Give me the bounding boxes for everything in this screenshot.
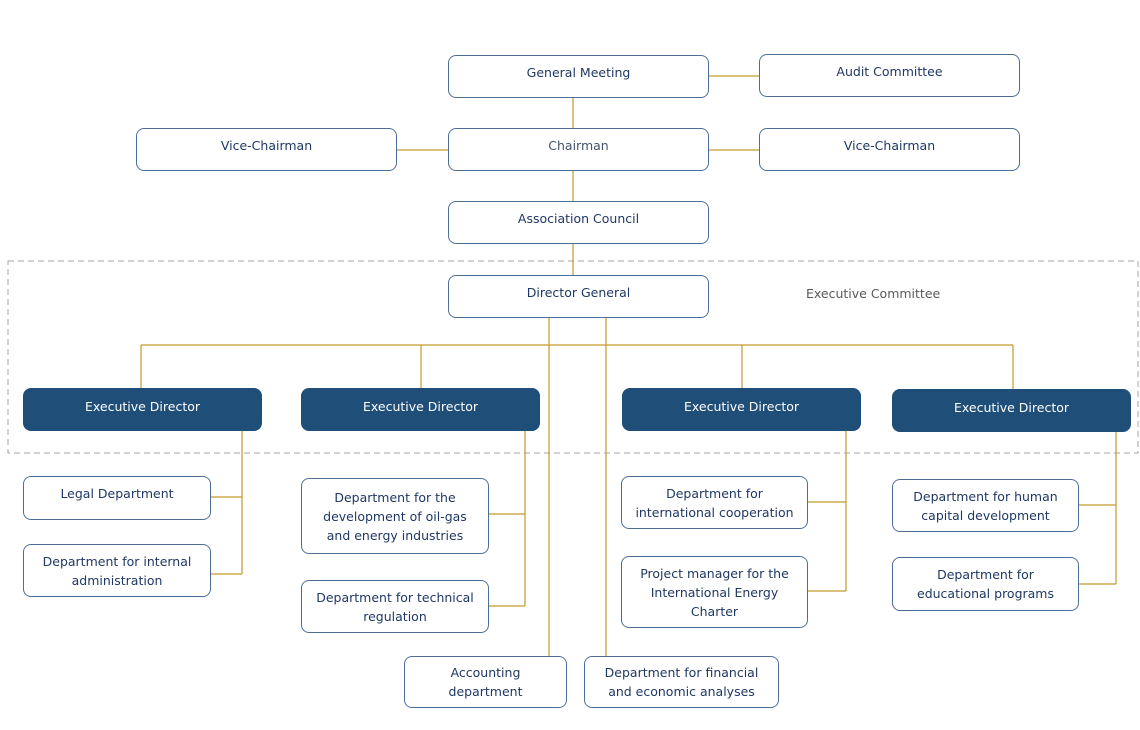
association-council-box: Association Council [448, 201, 709, 244]
executive-director-box-3: Executive Director [622, 388, 861, 431]
general-meeting-box: General Meeting [448, 55, 709, 98]
educational-programs-box: Department for educational programs [892, 557, 1079, 611]
executive-director-box-1: Executive Director [23, 388, 262, 431]
audit-committee-box: Audit Committee [759, 54, 1020, 97]
executive-committee-label: Executive Committee [806, 286, 941, 301]
legal-department-box: Legal Department [23, 476, 211, 520]
accounting-department-box: Accounting department [404, 656, 567, 708]
chairman-box: Chairman [448, 128, 709, 171]
executive-director-box-2: Executive Director [301, 388, 540, 431]
human-capital-box: Department for human capital development [892, 479, 1079, 532]
technical-regulation-box: Department for technical regulation [301, 580, 489, 633]
executive-director-box-4: Executive Director [892, 389, 1131, 432]
vice-chairman-left-box: Vice-Chairman [136, 128, 397, 171]
international-cooperation-box: Department for international cooperation [621, 476, 808, 529]
energy-charter-box: Project manager for the International En… [621, 556, 808, 628]
director-general-box: Director General [448, 275, 709, 318]
vice-chairman-right-box: Vice-Chairman [759, 128, 1020, 171]
oil-gas-department-box: Department for the development of oil-ga… [301, 478, 489, 554]
internal-administration-box: Department for internal administration [23, 544, 211, 597]
financial-analyses-box: Department for financial and economic an… [584, 656, 779, 708]
